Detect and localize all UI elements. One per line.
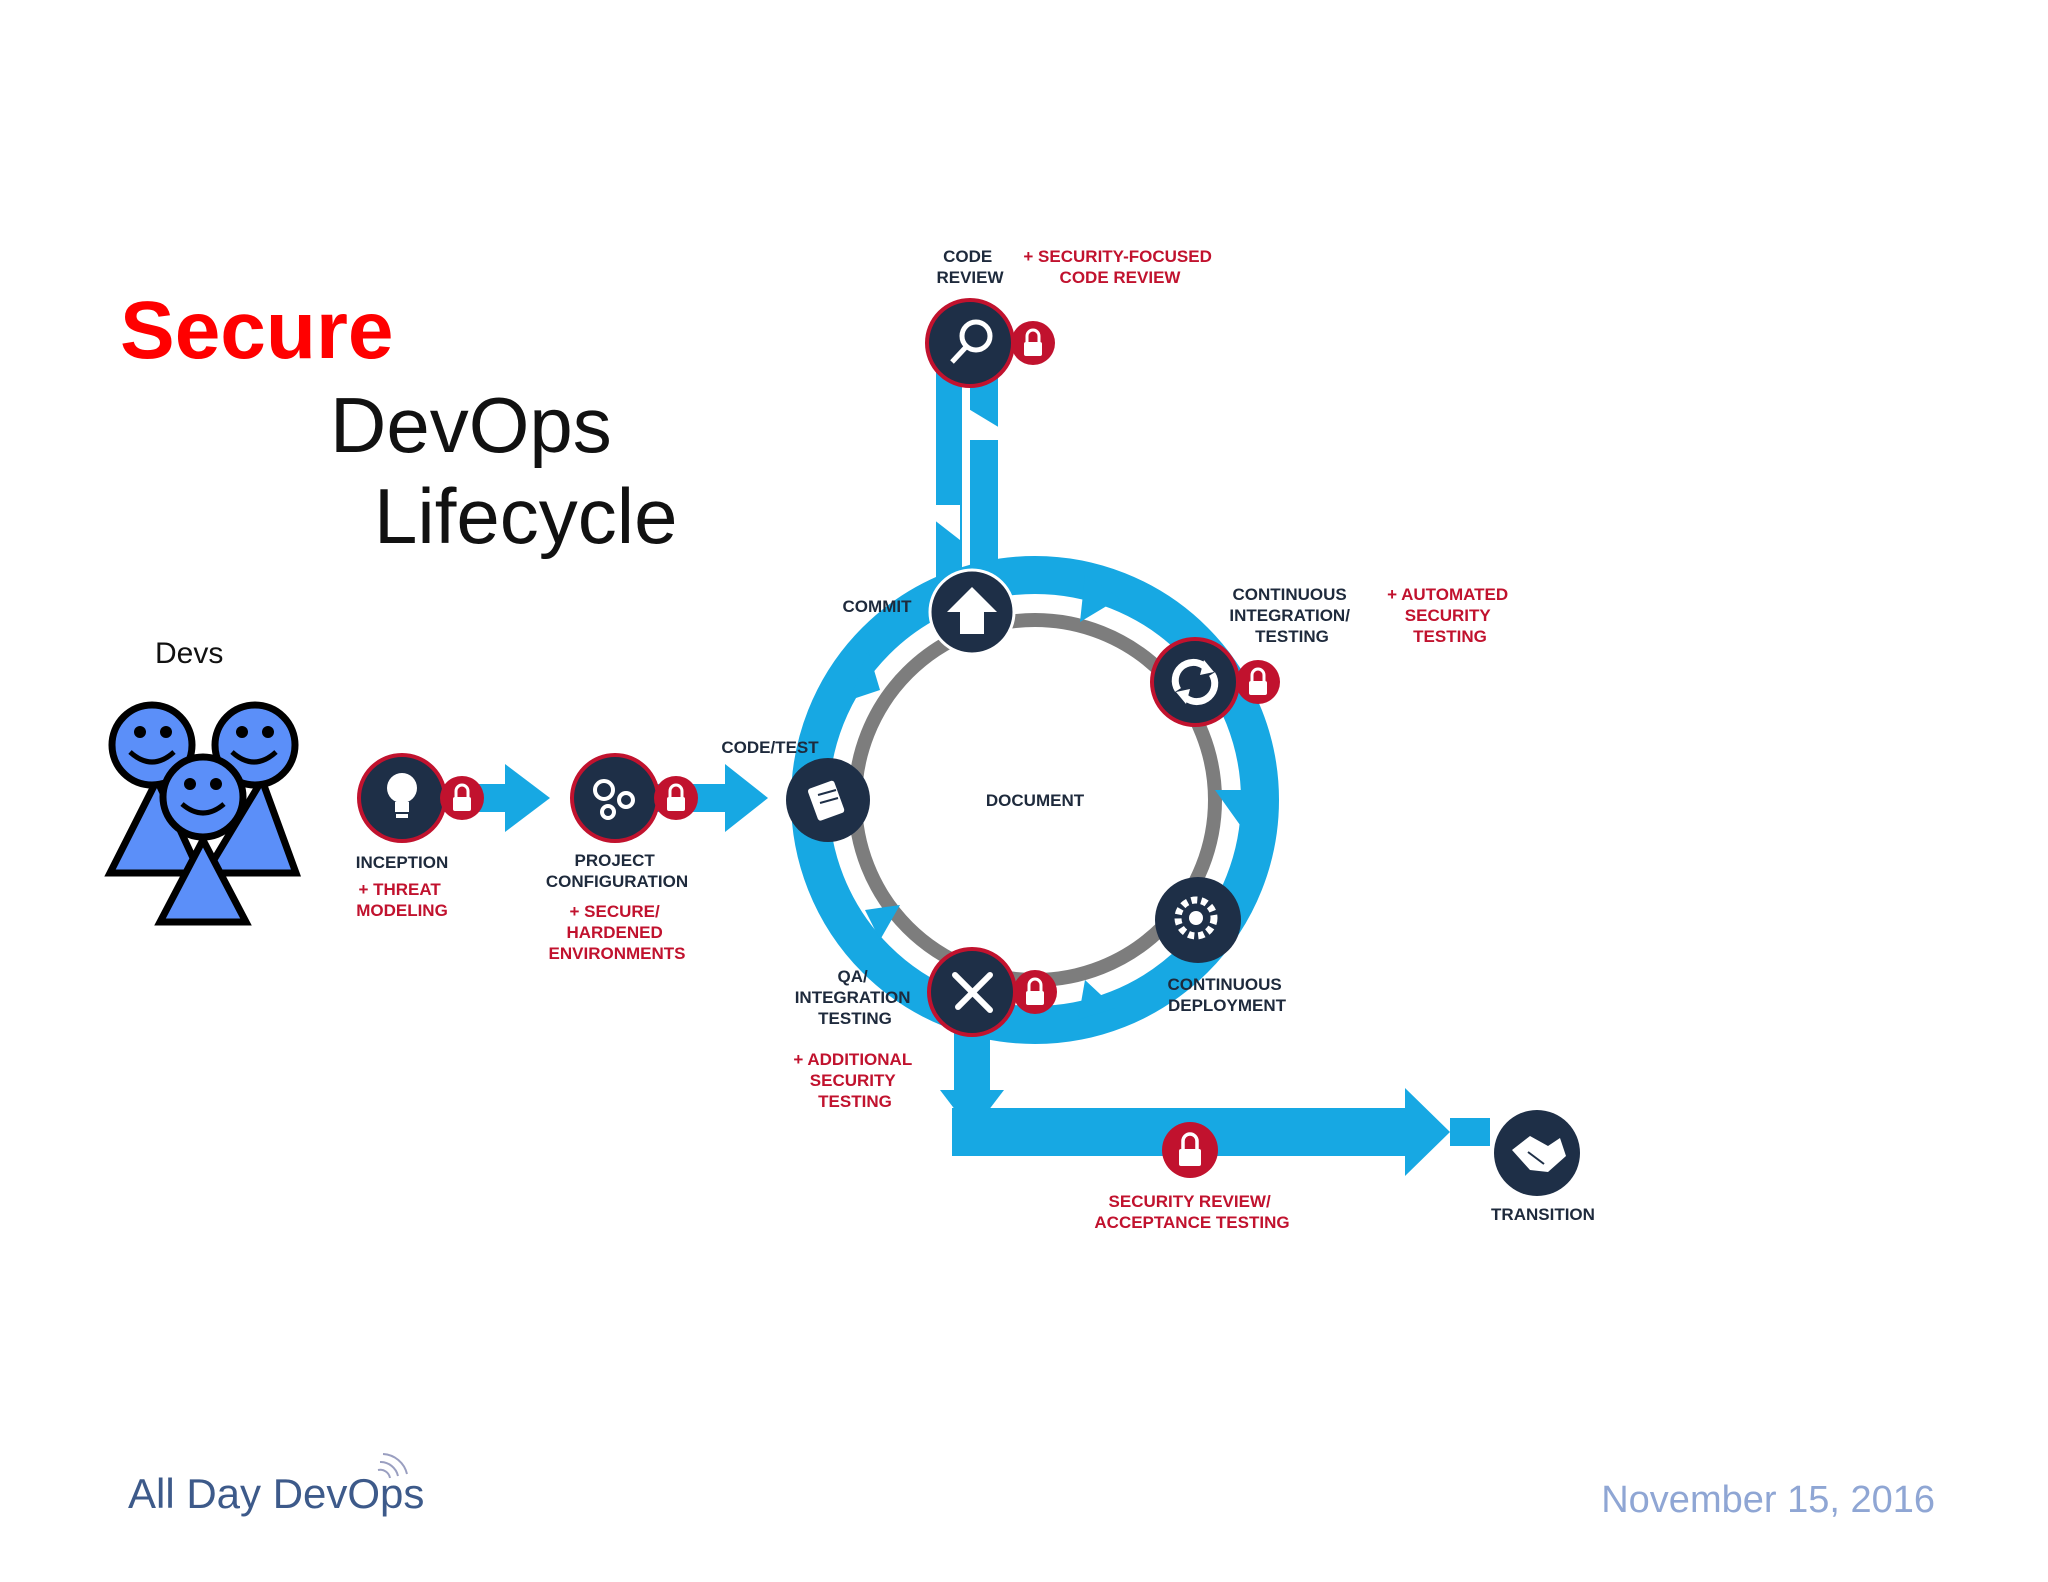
magnifier-icon <box>950 319 993 364</box>
upload-icon <box>947 587 997 634</box>
node-continuous-integration[interactable] <box>1150 637 1280 727</box>
label-qa-integration: QA/ INTEGRATION TESTING <box>795 967 916 1028</box>
node-commit[interactable] <box>928 568 1016 656</box>
gear-sync-icon <box>1174 896 1218 940</box>
smiley-person-icon <box>104 701 302 926</box>
label-inception: INCEPTION <box>356 853 449 872</box>
title-lifecycle: Lifecycle <box>374 472 677 560</box>
label-code-test: CODE/TEST <box>721 738 819 757</box>
center-label: DOCUMENT <box>986 791 1085 810</box>
security-code-review: + SECURITY-FOCUSED CODE REVIEW <box>1023 247 1216 287</box>
lightbulb-icon <box>387 773 417 818</box>
node-code-test[interactable] <box>786 758 870 842</box>
footer-date: November 15, 2016 <box>1601 1479 1935 1521</box>
title-devops: DevOps <box>330 381 612 469</box>
lock-icon <box>440 776 484 820</box>
security-qa-integration: + ADDITIONAL SECURITY TESTING <box>793 1050 916 1111</box>
lock-icon <box>1011 321 1055 365</box>
security-review-label: SECURITY REVIEW/ ACCEPTANCE TESTING <box>1094 1192 1289 1232</box>
security-inception: + THREAT MODELING <box>356 880 448 920</box>
lock-icon <box>1013 970 1057 1014</box>
node-project-configuration[interactable] <box>570 753 698 843</box>
smiley-mouths <box>128 750 278 816</box>
sync-icon <box>1171 659 1219 705</box>
slide-title: Secure DevOps Lifecycle <box>120 285 677 560</box>
label-continuous-integration: CONTINUOUS INTEGRATION/ TESTING <box>1229 585 1354 646</box>
security-project-configuration: + SECURE/ HARDENED ENVIRONMENTS <box>549 902 686 963</box>
wifi-signal-icon <box>377 1453 408 1479</box>
footer-logo[interactable]: All Day DevOps <box>128 1470 424 1517</box>
label-code-review: CODE REVIEW <box>936 247 1004 287</box>
devs-group: Devs <box>104 637 302 926</box>
scroll-icon <box>807 780 845 821</box>
node-transition[interactable] <box>1494 1110 1580 1196</box>
footer: All Day DevOps November 15, 2016 <box>128 1453 1935 1521</box>
node-inception[interactable] <box>357 753 484 843</box>
label-project-configuration: PROJECT CONFIGURATION <box>546 851 688 891</box>
lock-icon <box>1162 1122 1218 1178</box>
stage-labels: INCEPTION + THREAT MODELING PROJECT CONF… <box>356 247 1595 1232</box>
smiley-faces <box>134 726 274 790</box>
node-qa-integration[interactable] <box>927 947 1057 1037</box>
devs-label: Devs <box>155 637 223 670</box>
label-continuous-deployment: CONTINUOUS DEPLOYMENT <box>1167 975 1286 1015</box>
title-secure: Secure <box>120 285 394 376</box>
label-transition: TRANSITION <box>1491 1205 1595 1224</box>
tools-icon <box>952 972 993 1013</box>
lock-icon <box>654 776 698 820</box>
gears-icon <box>593 779 635 820</box>
lock-icon <box>1236 660 1280 704</box>
handshake-icon <box>1512 1136 1566 1172</box>
node-continuous-deployment[interactable] <box>1155 877 1241 963</box>
node-security-review[interactable] <box>1162 1122 1218 1178</box>
label-commit: COMMIT <box>843 597 913 616</box>
security-continuous-integration: + AUTOMATED SECURITY TESTING <box>1387 585 1513 646</box>
node-code-review[interactable] <box>925 298 1055 388</box>
